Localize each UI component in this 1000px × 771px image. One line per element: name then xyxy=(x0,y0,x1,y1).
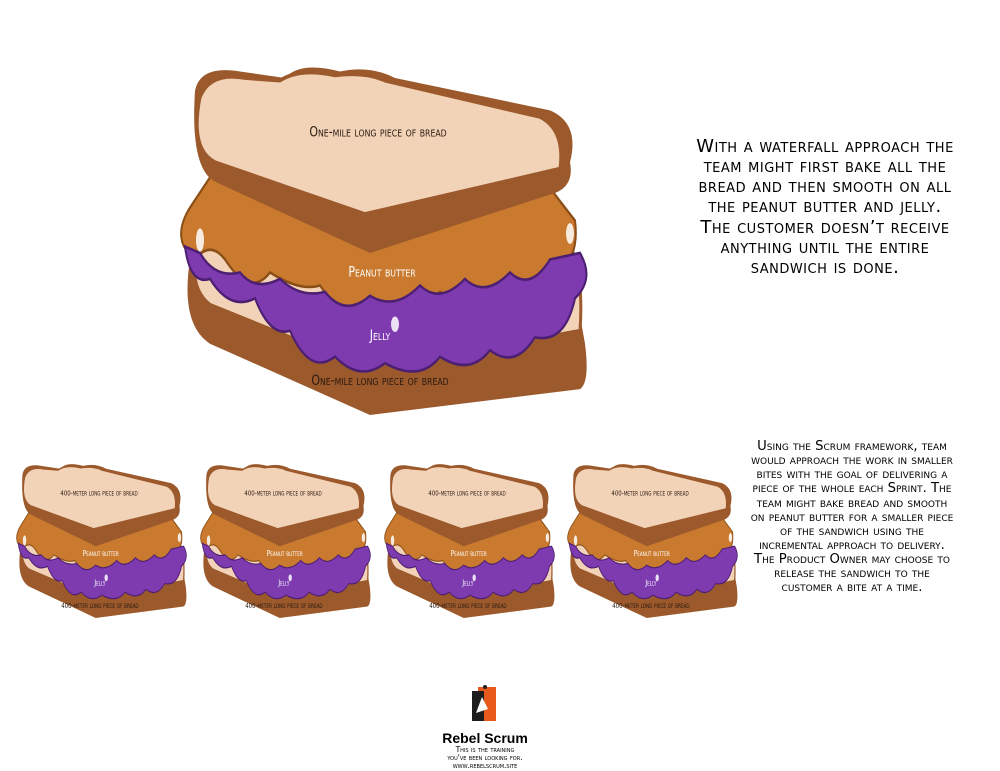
small-top-bread-label: 400-meter long piece of bread xyxy=(244,489,321,498)
scrum-description: Using the Scrum framework, team would ap… xyxy=(750,439,954,596)
small-sandwich-2: 400-meter long piece of bread Peanut but… xyxy=(196,463,376,618)
big-top-bread-label: One-mile long piece of bread xyxy=(309,124,446,141)
small-peanut-butter-label: Peanut butter xyxy=(267,548,303,558)
small-sandwich-4: 400-meter long piece of bread Peanut but… xyxy=(563,463,743,618)
small-bottom-bread-label: 400-meter long piece of bread xyxy=(612,601,689,610)
small-jelly-label: Jelly xyxy=(94,577,107,587)
small-bottom-bread-label: 400-meter long piece of bread xyxy=(61,601,138,610)
small-bottom-bread-label: 400-meter long piece of bread xyxy=(245,601,322,610)
small-peanut-butter-label: Peanut butter xyxy=(451,548,487,558)
small-top-bread-label: 400-meter long piece of bread xyxy=(428,489,505,498)
small-jelly-label: Jelly xyxy=(645,577,658,587)
rebel-scrum-logo-icon xyxy=(472,685,496,721)
small-peanut-butter-label: Peanut butter xyxy=(83,548,119,558)
logo-brand: Rebel Scrum xyxy=(442,730,528,746)
small-bottom-bread-label: 400-meter long piece of bread xyxy=(429,601,506,610)
small-sandwich-3: 400-meter long piece of bread Peanut but… xyxy=(380,463,560,618)
big-sandwich: One-mile long piece of bread Peanut butt… xyxy=(170,65,600,415)
small-jelly-label: Jelly xyxy=(278,577,291,587)
small-top-bread-label: 400-meter long piece of bread xyxy=(611,489,688,498)
waterfall-description: With a waterfall approach the team might… xyxy=(696,136,954,278)
big-peanut-butter-label: Peanut butter xyxy=(348,264,415,281)
logo-tagline-2: you've been looking for. xyxy=(447,752,523,762)
logo-tagline-1: This is the training xyxy=(455,745,515,754)
small-jelly-label: Jelly xyxy=(462,577,475,587)
logo-url: www.rebelscrum.site xyxy=(452,760,518,770)
big-jelly-label: Jelly xyxy=(369,327,391,344)
big-bottom-bread-label: One-mile long piece of bread xyxy=(311,373,448,390)
small-peanut-butter-label: Peanut butter xyxy=(634,548,670,558)
small-sandwich-1: 400-meter long piece of bread Peanut but… xyxy=(12,463,192,618)
small-top-bread-label: 400-meter long piece of bread xyxy=(60,489,137,498)
rebel-scrum-logo: Rebel Scrum This is the training you've … xyxy=(420,683,550,770)
